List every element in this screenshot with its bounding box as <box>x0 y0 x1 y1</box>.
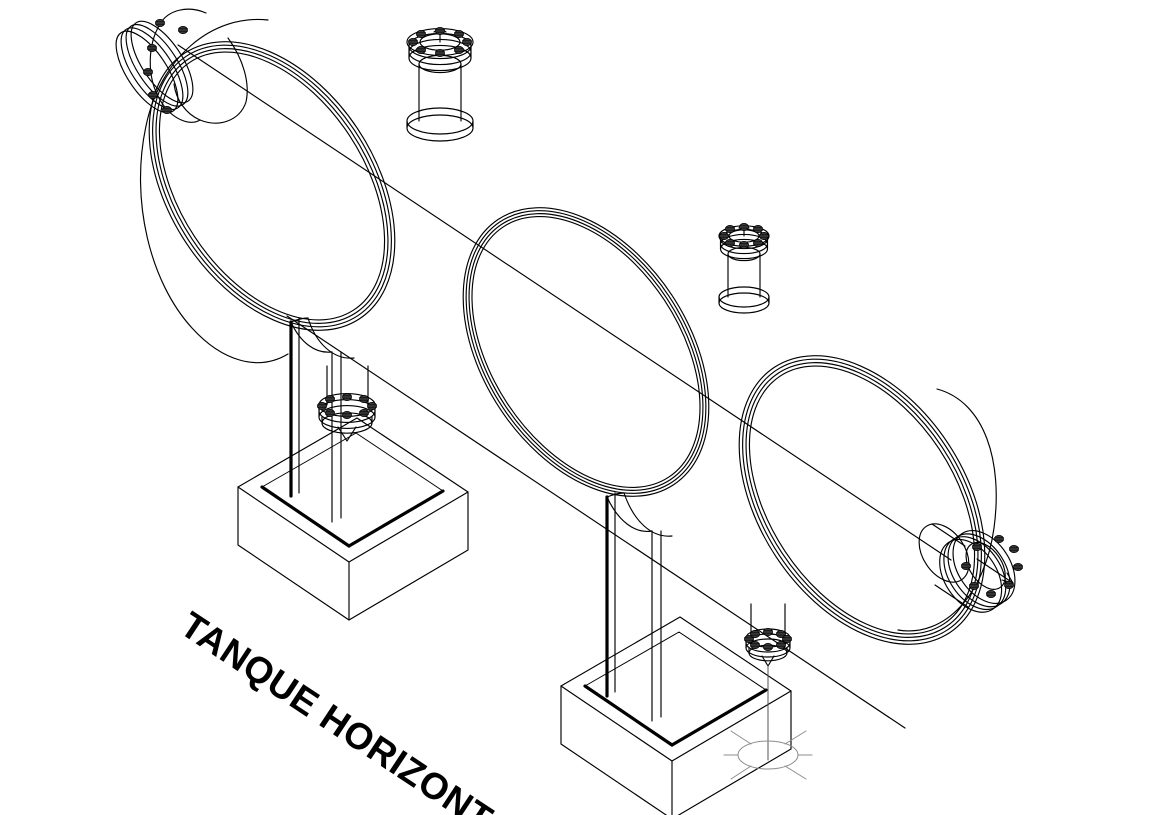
isometric-snap-marker <box>723 665 813 780</box>
nozzle-top-2 <box>718 222 770 314</box>
nozzle-bottom-1 <box>316 365 378 442</box>
mid-seam-ring <box>462 207 710 497</box>
nozzle-left-head-angled <box>115 8 248 124</box>
left-head <box>140 18 396 364</box>
right-head <box>738 355 997 645</box>
nozzle-right-head-axial <box>918 523 1024 613</box>
saddle-support-left <box>237 317 469 621</box>
nozzle-top-1 <box>406 26 474 142</box>
shell-outline <box>177 44 952 729</box>
saddle-support-right <box>560 492 792 815</box>
nozzle-bottom-2 <box>743 603 793 667</box>
